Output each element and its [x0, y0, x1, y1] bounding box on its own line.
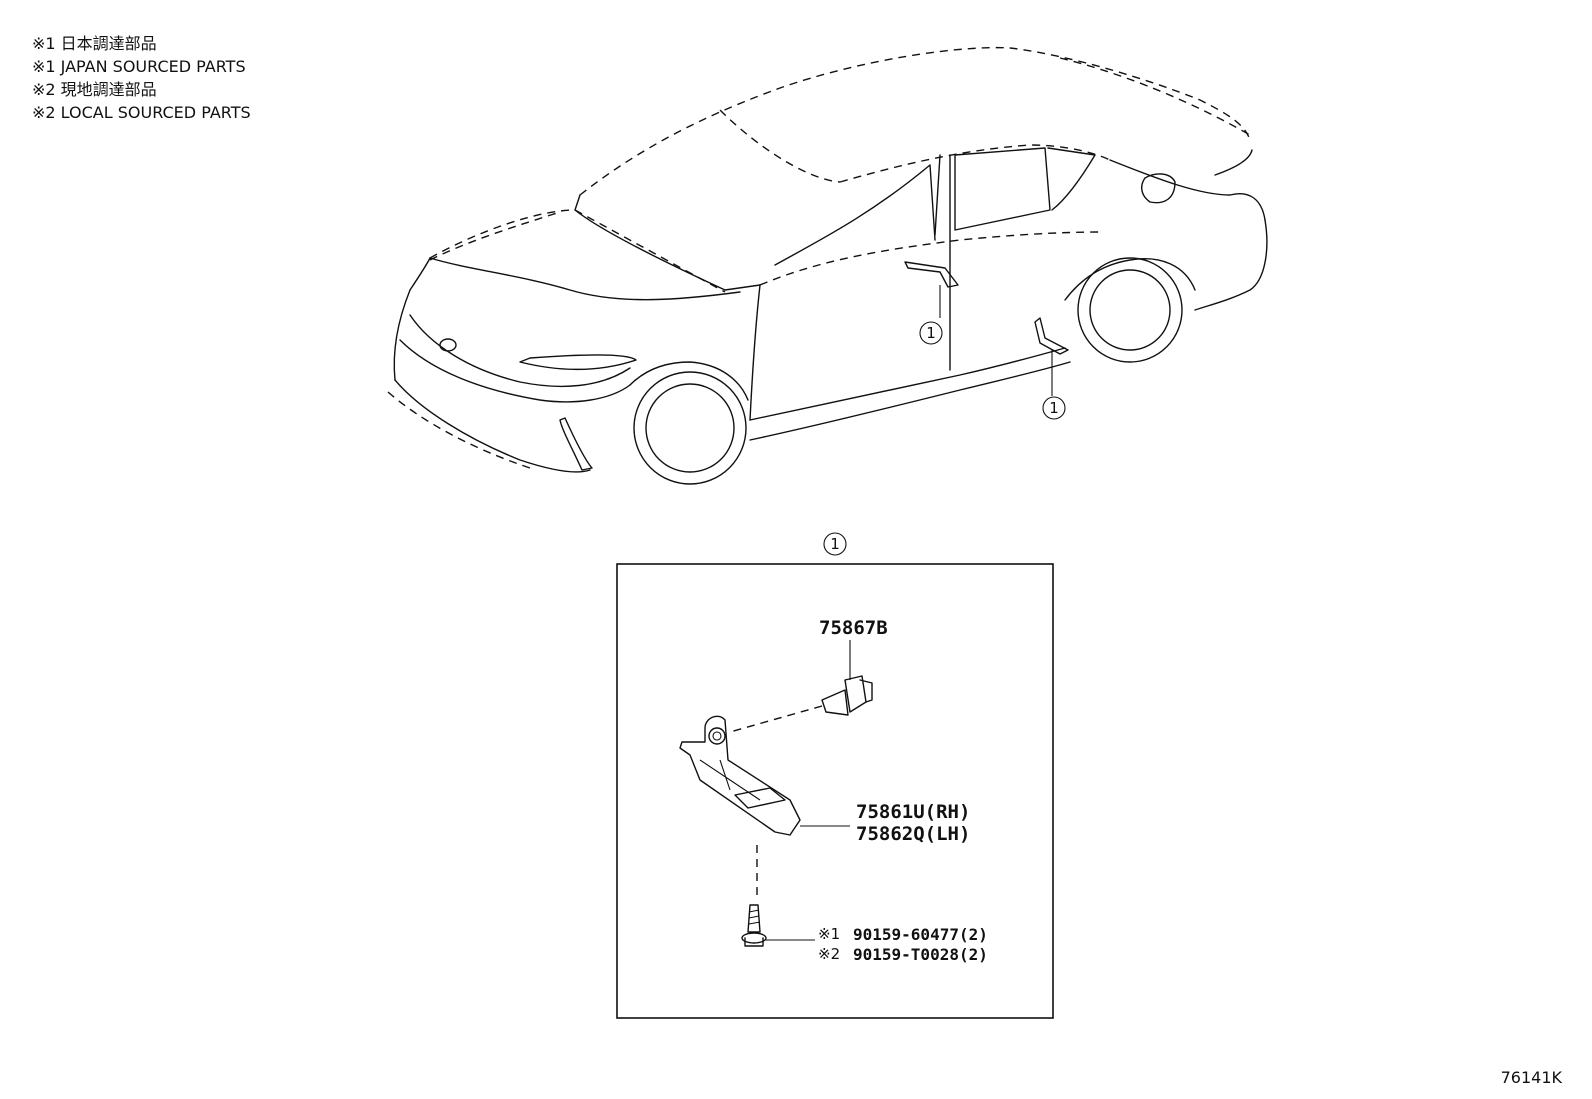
part-number-bracket-rh: 75861U(RH) [856, 801, 970, 823]
callout-marker: 1 [919, 321, 943, 345]
part-number-screw-japan: 90159-60477(2) [853, 925, 988, 944]
bracket-part [679, 715, 850, 836]
legend-line: ※1 日本調達部品 [32, 34, 157, 53]
screw-part [741, 904, 815, 947]
part-number-clip: 75867B [819, 617, 888, 639]
part-number-bracket-lh: 75862Q(LH) [856, 823, 970, 845]
legend-line: ※1 JAPAN SOURCED PARTS [32, 57, 246, 76]
diagram-code: 76141K [1500, 1068, 1562, 1087]
legend-line: ※2 現地調達部品 [32, 80, 157, 99]
screw-source-mark: ※2 [818, 945, 840, 963]
clip-part [821, 640, 873, 716]
screw-source-mark: ※1 [818, 925, 840, 943]
car-illustration [387, 46, 1268, 485]
detail-box [616, 563, 1054, 1019]
legend-line: ※2 LOCAL SOURCED PARTS [32, 103, 251, 122]
part-number-screw-local: 90159-T0028(2) [853, 945, 988, 964]
detail-number: 1 [830, 535, 840, 553]
callout-number: 1 [1049, 399, 1059, 417]
callout-marker: 1 [1042, 396, 1066, 420]
callout-number: 1 [926, 324, 936, 342]
detail-marker: 1 [823, 532, 847, 556]
legend: ※1 日本調達部品 ※1 JAPAN SOURCED PARTS ※2 現地調達… [32, 32, 251, 124]
